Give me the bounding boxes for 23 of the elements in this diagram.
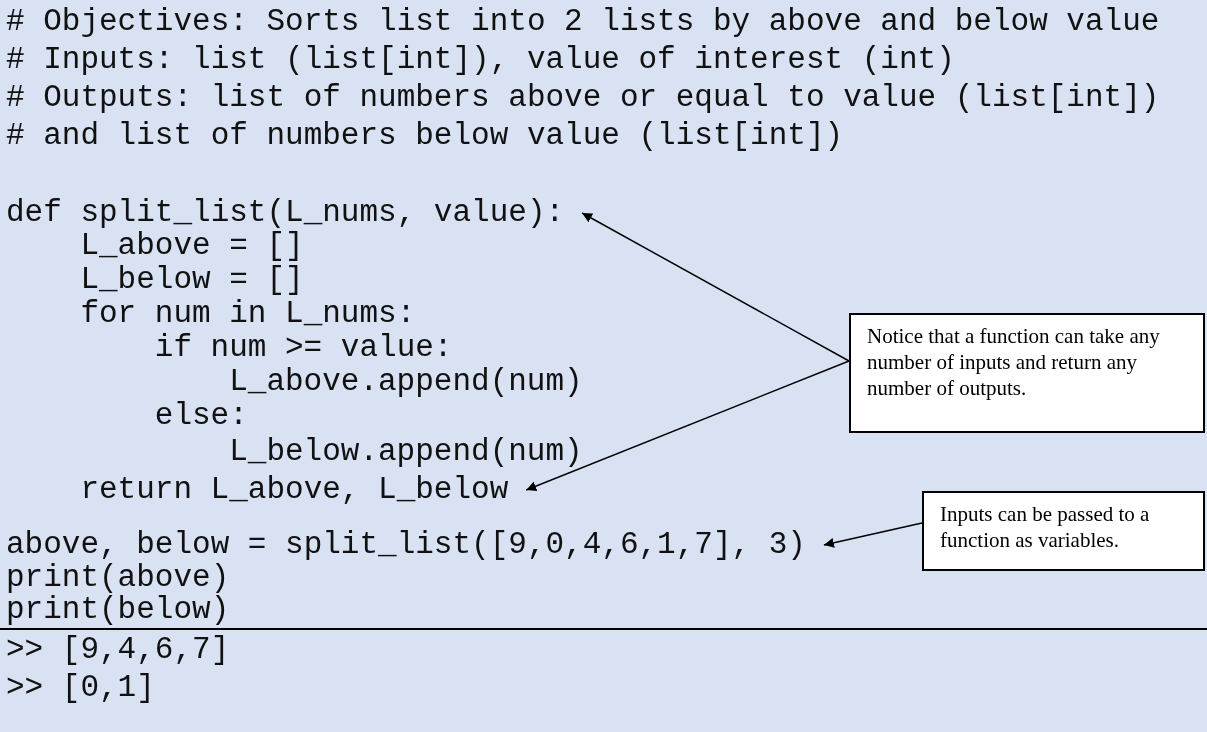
code-comment: # Outputs: list of numbers above or equal to value (list[int]) [6, 81, 1160, 115]
leader-arrow [581, 212, 850, 362]
code-line: above, below = split_list([9,0,4,6,1,7], 3) [6, 528, 824, 562]
code-line: def split_list(L_nums, value): [6, 196, 583, 230]
code-line: print(below) [6, 593, 230, 627]
callout-box: Notice that a function can take any number of inputs and return any number of outputs. [849, 313, 1205, 433]
code-line: if num >= value: [154, 331, 453, 365]
code-line: for num in L_nums: [80, 297, 416, 331]
code-line: L_below = [] [80, 263, 304, 297]
leader-arrow [525, 360, 850, 491]
code-line: L_below.append(num) [229, 435, 583, 469]
callout-box: Inputs can be passed to a function as variables. [922, 491, 1205, 571]
code-comment: # and list of numbers below value (list[int]) [6, 119, 844, 153]
code-comment: # Objectives: Sorts list into 2 lists by above and below value [6, 5, 1160, 39]
leader-arrow [823, 522, 923, 548]
code-line: L_above.append(num) [229, 365, 583, 399]
output-line: >> [9,4,6,7] [6, 633, 230, 667]
output-line: >> [0,1] [6, 671, 155, 705]
code-line: return L_above, L_below [80, 473, 527, 507]
code-line: L_above = [] [80, 229, 304, 263]
code-line: print(above) [6, 561, 230, 595]
code-line: else: [154, 399, 248, 433]
code-comment: # Inputs: list (list[int]), value of interest (int) [6, 43, 955, 77]
